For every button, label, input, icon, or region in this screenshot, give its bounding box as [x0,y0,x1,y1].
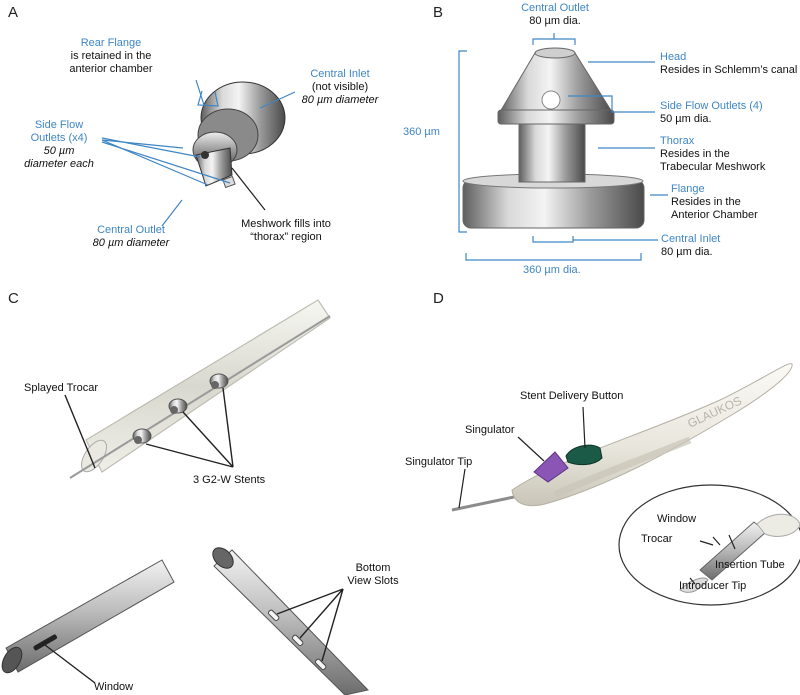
central-outlet-leader [161,199,183,227]
panel-b-leaders [458,33,668,261]
bottom-slot-2 [291,634,304,647]
meshwork-leader [231,167,266,211]
central-outlet-label-b: Central Outlet 80 µm dia. [521,2,589,27]
introducer-tip-label: Introducer Tip [679,580,747,592]
splayed-trocar-label: Splayed Trocar [24,382,98,394]
head-rim [497,109,615,125]
panel-c-top-tube [64,299,331,479]
central-inlet-label-b: Central Inlet 80 µm dia. [661,233,721,258]
stent-1 [132,428,152,444]
thorax [518,123,586,183]
tip [222,175,236,189]
singulator-leader [517,436,545,462]
stent-leader-1 [145,443,234,468]
side-flow-leader-4 [101,139,184,149]
width-dimension-label: 360 µm dia. [523,264,581,276]
tube [5,559,175,673]
thorax-label: Thorax Resides in the Trabecular Meshwor… [660,135,766,173]
singulator-label: Singulator [465,424,515,436]
tip-leader [458,468,466,509]
height-dimension [458,50,467,233]
trocar-label: Trocar [641,533,673,545]
introducer-tip [679,577,709,593]
grip-ribs [553,436,692,499]
splayed-trocar-leader [64,394,96,469]
panel-d-injector: GLAUKOS [451,363,800,606]
panel-letter-a: A [8,4,19,21]
window-leader [712,536,721,546]
rear-flange-leader [195,79,205,106]
central-outlet-bracket [532,38,576,45]
bottom-slot-1 [267,609,280,622]
head-label: Head Resides in Schlemm’s canal [660,51,798,76]
stent-leader-3 [222,387,234,468]
flange-label: Flange Resides in the Anterior Chamber [671,183,758,221]
trocar-wire [69,315,331,479]
panel-letter-b: B [433,4,444,21]
width-dimension [465,253,642,261]
rear-flange-label: Rear Flange is retained in the anterior … [69,37,153,75]
bottom-slot-3 [314,658,327,671]
singulator-tip-needle [451,495,515,512]
side-flow-outlet [201,151,209,159]
panel-c-bottom-right-tube [212,547,369,695]
window-label-d: Window [657,513,697,525]
window-slot [33,634,58,651]
meshwork-label: Meshwork fills into “thorax” region [241,218,331,243]
panel-letter-d: D [433,290,444,307]
central-outlet-label-a: Central Outlet 80 µm diameter [92,224,170,249]
singulator [533,451,569,483]
height-dimension-label: 360 µm [403,126,440,138]
stent-delivery-button [565,444,603,466]
rear-flange-bracket [197,90,219,107]
stent-delivery-button-label: Stent Delivery Button [520,390,624,402]
button-leader [582,406,586,449]
side-flow-leader [568,95,655,113]
injector-body [511,363,793,507]
trocar-leader [699,540,714,546]
panel-b-stent-illustration [462,47,645,229]
side-flow-label-b: Side Flow Outlets (4) 50 µm dia. [660,100,763,125]
panel-letter-c: C [8,290,19,307]
stent-leader-2 [182,411,234,468]
insertion-tube-leader [728,534,736,550]
stent-3 [209,373,229,389]
stent-2 [168,398,188,414]
central-inlet-leader [259,91,296,109]
singulator-tip-label: Singulator Tip [405,456,473,468]
stents-label: 3 G2-W Stents [193,474,266,486]
bottom-slots-label: Bottom View Slots [347,562,399,587]
panel-a-stent-illustration [192,81,286,189]
central-inlet-bracket [532,236,574,243]
inset-circle [618,484,800,606]
side-flow-outlet [541,90,561,110]
central-inlet-label-a: Central Inlet (not visible) 80 µm diamet… [301,68,379,106]
panel-c-bottom-left-tube [1,559,175,684]
insertion-tube-label: Insertion Tube [715,559,785,571]
side-flow-leader-3 [101,141,231,184]
introducer-tip-leader [689,577,696,585]
panel-a-leaders [101,79,296,227]
window-leader [44,644,96,684]
window-label-c: Window [94,681,134,693]
side-flow-label-a: Side Flow Outlets (x4) 50 µm diameter ea… [24,119,94,170]
